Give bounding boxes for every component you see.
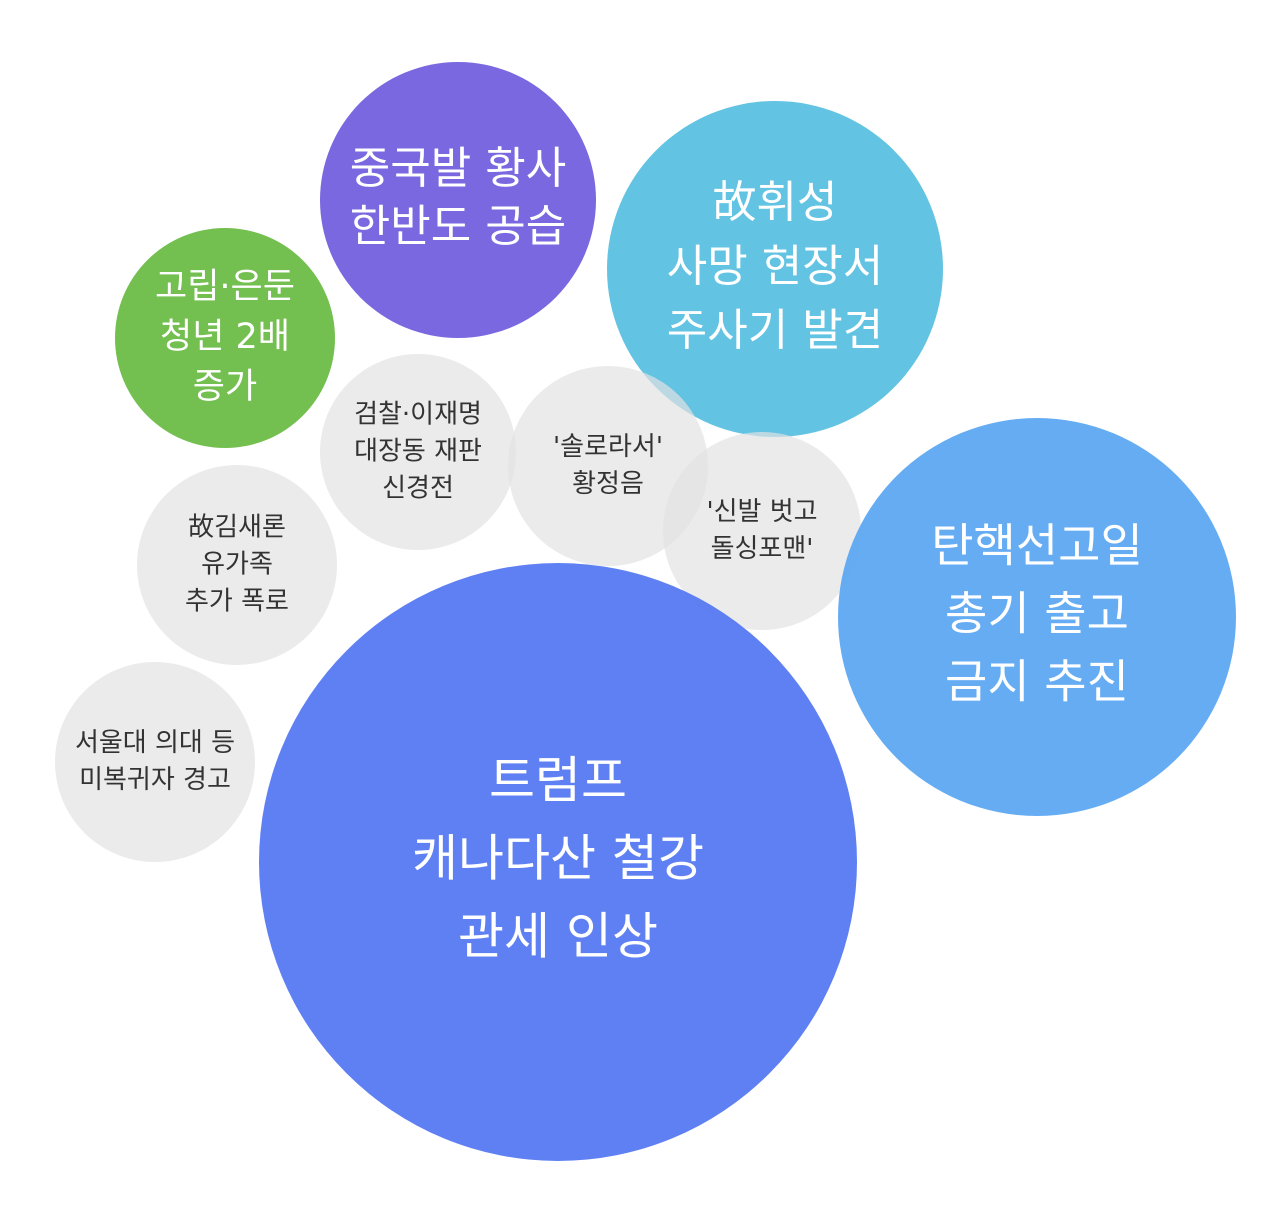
bubble-label-line: 서울대 의대 등 (75, 728, 235, 758)
bubble-label-line: '솔로라서' (553, 432, 663, 462)
bubble-label-line: 돌싱포맨' (711, 534, 814, 564)
bubble-circle[interactable] (663, 432, 861, 630)
bubble-label-line: 관세 인상 (458, 908, 658, 966)
bubble-circle[interactable] (320, 354, 516, 550)
bubble-label-line: 캐나다산 철강 (412, 830, 704, 888)
bubble-label-line: 탄핵선고일 (931, 519, 1143, 573)
bubble-label-line: 금지 추진 (945, 655, 1129, 709)
bubble-label-line: 황정음 (572, 469, 644, 499)
bubble-label-line: 한반도 공습 (350, 201, 566, 252)
bubble-circle[interactable] (137, 465, 337, 665)
bubble-label-line: 사망 현장서 (667, 241, 883, 292)
bubble-circle[interactable] (115, 228, 335, 448)
bubble-label-line: 대장동 재판 (354, 437, 482, 467)
bubble-label-line: 증가 (193, 367, 257, 407)
bubble-circle[interactable] (320, 62, 596, 338)
bubble-label-line: 주사기 발견 (667, 305, 883, 356)
bubble-label-line: '신발 벗고 (706, 497, 817, 527)
bubble-label-line: 고립·은둔 (155, 267, 295, 307)
bubble-circle[interactable] (838, 418, 1236, 816)
bubble-label-line: 신경전 (382, 474, 454, 504)
bubble-label-line: 추가 폭로 (185, 587, 289, 617)
bubble-label-line: 故휘성 (713, 177, 838, 228)
bubble-solo[interactable]: '솔로라서' 황정음 (508, 366, 708, 566)
bubble-label-line: 트럼프 (489, 752, 627, 810)
bubble-label-line: 총기 출고 (945, 587, 1129, 641)
bubble-circle[interactable] (55, 662, 255, 862)
bubble-label-line: 미복귀자 경고 (79, 765, 231, 795)
bubble-circle[interactable] (508, 366, 708, 566)
bubble-circle[interactable] (607, 101, 943, 437)
bubble-label-line: 유가족 (201, 550, 273, 580)
bubble-label-line: 검찰·이재명 (354, 400, 482, 430)
bubble-circle[interactable] (259, 563, 857, 1161)
bubble-label-line: 청년 2배 (160, 317, 290, 357)
bubble-label-line: 故김새론 (188, 513, 286, 543)
bubble-label-line: 중국발 황사 (350, 143, 566, 194)
